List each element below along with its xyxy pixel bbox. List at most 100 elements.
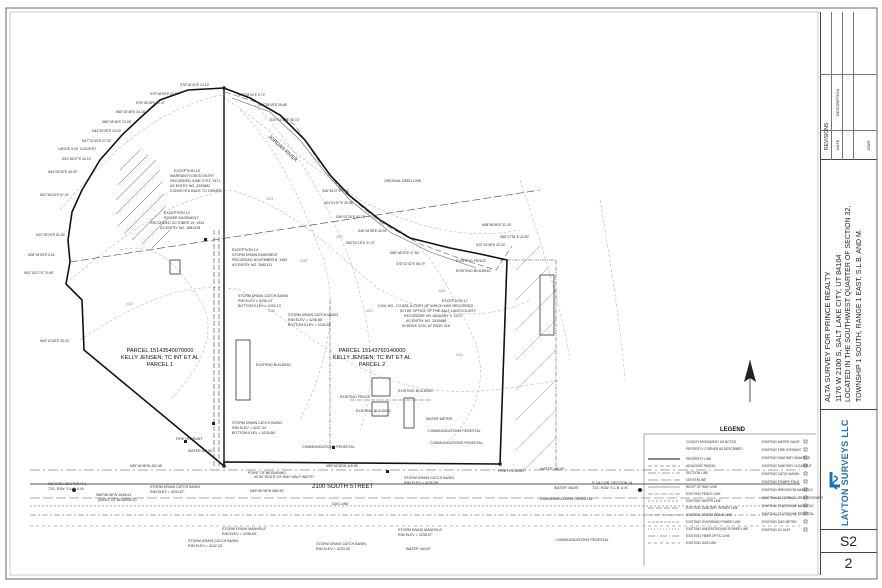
- legend-title: LEGEND: [720, 427, 746, 433]
- catch-basin-label: STORM DRAIN CATCH BASIN: [150, 485, 200, 489]
- comm-pedestal-label: COMMUNICATIONS PEDESTAL: [556, 538, 609, 542]
- south-line-bearing: N89°46'38"W 898.90': [250, 489, 284, 493]
- bearing-label: N70°16'08"E 42.33': [476, 243, 506, 247]
- legend-item: EXISTING SANITARY CLEANOUT: [762, 464, 812, 468]
- project-title-block: [820, 160, 877, 410]
- bearing-label: N89°46'38"W 463.48': [130, 464, 162, 468]
- legend-item: EXISTING STORM DRAIN LINE: [686, 513, 732, 517]
- legend-item: EXISTING TELEPHONE PEDESTAL: [762, 512, 815, 516]
- legend-item: EXISTING AC UNIT: [762, 528, 790, 532]
- comm-pedestal-label: COMMUNICATIONS PEDESTAL: [428, 429, 481, 433]
- legend-symbol: [803, 519, 808, 524]
- feature-labels: 2100 SOUTH STREET JORDAN RIVER ORIGINAL …: [48, 134, 633, 551]
- parcel-labels: PARCEL 15143540070000 KELLY JENSEN; TC I…: [121, 348, 411, 368]
- catch-basin-label: STORM DRAIN CATCH BASIN: [238, 294, 288, 298]
- legend-item: EXISTING WATER VALVE: [762, 440, 800, 444]
- street-name: 2100 SOUTH STREET: [312, 484, 374, 490]
- basis-bearing: N89°46'38"W 2638.61': [96, 493, 132, 497]
- buildings: [169, 259, 555, 429]
- bearing-label: S68°17'51"E 23.50': [500, 235, 529, 239]
- fire-hydrant-label: FIRE HYDRANT: [498, 469, 525, 473]
- legend-item: EXISTING POWER POLE: [762, 480, 799, 484]
- bearing-label: S04°41'57"E 25.98': [324, 201, 353, 205]
- catch-basin-label: STORM DRAIN CATCH BASIN: [404, 476, 454, 480]
- manhole-label: RIM ELEV = 4236.69': [222, 532, 257, 536]
- catch-basin-label: STORM DRAIN CATCH BASIN: [232, 421, 282, 425]
- legend-symbol: [803, 487, 808, 492]
- bearing-label: S46°16'27"E 6.61': [322, 189, 350, 193]
- bearing-label: S30°01'33"E 45.72': [270, 118, 299, 122]
- exception-17: IN BOOK 3234, AT PAGE 416: [402, 324, 450, 328]
- parcel-2-id: PARCEL 15143760140000: [339, 348, 406, 354]
- bearing-label: S78°18'44"E 24.19': [180, 83, 209, 87]
- bearing-label: S78°18'44"E 0.72': [238, 93, 266, 97]
- bearing-label: N38°56'49"E 31.20': [482, 223, 512, 227]
- revision-description-header: DESCRIPTION: [835, 88, 840, 116]
- legend-line-samples: [648, 458, 680, 544]
- bearing-labels: S78°18'44"E 24.19' N70°46'09"E 22.61' N7…: [24, 83, 529, 468]
- existing-building-label: EXISTING BUILDING: [456, 269, 491, 273]
- manhole-label: STORM DRAIN MANHOLE: [398, 528, 442, 532]
- project-title-line-1: ALTA SURVEY FOR PRINCE REALTY: [823, 271, 832, 402]
- bearing-label: N60°28'48"E 34.15': [116, 110, 146, 114]
- water-valve-label: WATER VALVE: [540, 467, 565, 471]
- catch-basin-label: RIM ELEV = 4236.98': [404, 481, 439, 485]
- water-meter-label: WATER METER: [426, 417, 453, 421]
- sheet-number: 2: [844, 555, 853, 571]
- bearing-label: N05°34'53"E 5.61': [28, 253, 56, 257]
- legend-symbol: [803, 479, 808, 484]
- legend-item: EXISTING SANITARY MANHOLE: [762, 456, 810, 460]
- pob-label: POINT OF BEGINNING: [248, 471, 286, 475]
- legend-item: EXISTING GAS METER: [762, 520, 797, 524]
- legend-symbol: [803, 511, 808, 516]
- contour-elevation: 4236: [438, 289, 445, 293]
- fences: [329, 259, 557, 470]
- bearing-label: N75°36'18"E 21.47': [136, 101, 166, 105]
- legend-item: EXISTING UNDERGROUND POWER LINE: [686, 527, 748, 531]
- s14-corner-label-2: T1S, R1W, S.L.B. & M.: [592, 486, 629, 490]
- bearing-label: N22°05'19"E 51.82': [36, 233, 66, 237]
- exception-14: EXCEPTION 14: [232, 248, 258, 252]
- building-3: [371, 401, 389, 417]
- legend-item: EXISTING OVERHEAD POWER LINE: [686, 520, 741, 524]
- sheet-border: [5, 7, 878, 580]
- manhole-label: STORM DRAIN MANHOLE: [222, 527, 266, 531]
- catch-basin-label: STORM DRAIN CATCH BASIN: [288, 313, 338, 317]
- water-valve-label: WATER VALVE: [406, 547, 431, 551]
- legend-symbol: [803, 463, 808, 468]
- elevation-labels: 4232 4230 4235 4233 4231 4234 4236 4237: [126, 197, 463, 357]
- project-title-line-3: LOCATED IN THE SOUTHWEST QUARTER OF SECT…: [845, 205, 852, 402]
- exception-17: RECORDER ON JANUARY 9, 1973: [404, 314, 462, 318]
- exception-14: STORM DRAIN EASEMENT: [232, 253, 279, 257]
- comm-pedestal-label: COMMUNICATIONS PEDESTAL: [540, 497, 593, 501]
- project-title-line-2: 1176 W 2100 S, SALT LAKE CITY, UT 84104: [834, 254, 843, 402]
- legend-item: ADJACENT PARCEL: [686, 464, 716, 468]
- exception-18: RECORDED JUNE 27ST, 1971: [170, 179, 220, 183]
- exception-13: POWER EASEMENT: [164, 216, 199, 220]
- bearing-label: S46°16'58"E 40.01': [358, 229, 387, 233]
- existing-fence-label: EXISTING FENCE: [340, 395, 371, 399]
- fire-hydrant-label: FIRE HYDRANT: [176, 437, 203, 441]
- manhole-label: RIM ELEV = 4235.97': [398, 533, 433, 537]
- original-deed-label: ORIGINAL DEED LINE: [384, 179, 422, 183]
- legend-item: PROPERTY CORNER AS DESCRIBED: [686, 447, 743, 451]
- legend-symbol: [803, 471, 808, 476]
- legend-item: EXISTING TELEPHONE MANHOLE: [762, 504, 814, 508]
- parcel-1-name: PARCEL 1: [147, 362, 173, 368]
- catch-basin-label: RIM ELEV = 4233.00': [316, 547, 351, 551]
- exception-17: EXCEPTION 17: [442, 299, 468, 303]
- legend-item: EXISTING FIBER OPTIC LINE: [686, 534, 730, 538]
- legend-item: EXISTING GAS LINE: [686, 541, 716, 545]
- bearing-label: N47°01'30"E 27.03': [82, 139, 112, 143]
- exception-18: EXCEPTION 18: [174, 169, 200, 173]
- existing-building-label: EXISTING BUILDING: [398, 389, 433, 393]
- legend-item: EXISTING FENCE LINE: [686, 492, 721, 496]
- bearing-label: N60°18'48"E 24.05': [102, 120, 132, 124]
- existing-building-label: EXISTING BUILDING: [256, 363, 291, 367]
- exception-18: CONVEYED BACK TO OWNER: [170, 189, 222, 193]
- project-title-line-4: TOWNSHIP 1 SOUTH, RANGE 1 EAST, S.L.B. A…: [856, 229, 863, 402]
- legend-item: EXISTING FIRE HYDRANT: [762, 448, 801, 452]
- existing-fence-label: EXISTING FENCE: [456, 259, 487, 263]
- legend-item: EXISTING ELECTRICAL TRANSFORMER: [762, 496, 823, 500]
